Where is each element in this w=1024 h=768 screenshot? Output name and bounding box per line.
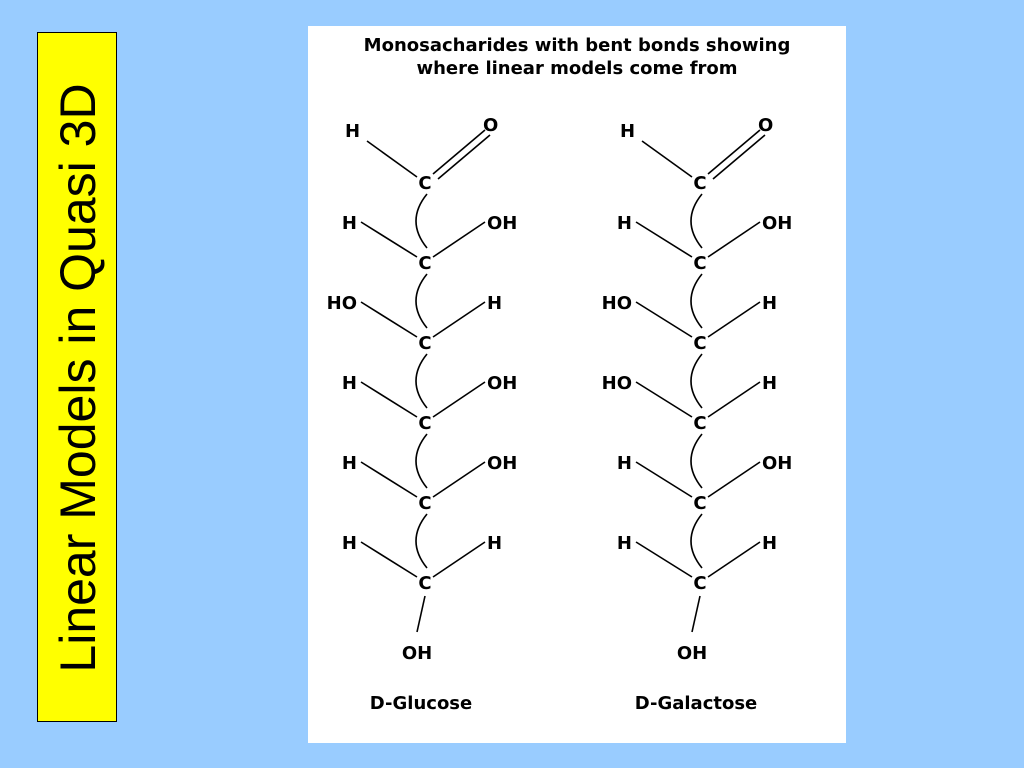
glucose-cc-bond-5 bbox=[415, 513, 428, 569]
glucose-row-5-right-bond bbox=[432, 541, 486, 578]
galactose-row-4-left-label: H bbox=[617, 453, 632, 474]
glucose-cc-bond-4 bbox=[415, 433, 428, 489]
slide-title: Linear Models in Quasi 3D bbox=[50, 83, 106, 673]
glucose-cc-bond-3 bbox=[415, 353, 428, 409]
glucose-carbon-5: C bbox=[418, 493, 431, 514]
galactose-bond-top-left bbox=[641, 140, 693, 178]
glucose-cc-bond-2 bbox=[415, 273, 428, 329]
galactose-row-2-right-label: H bbox=[762, 293, 777, 314]
glucose-row-2-left-bond bbox=[360, 301, 418, 338]
galactose-row-4-left-bond bbox=[635, 461, 693, 498]
galactose-top-left-label: H bbox=[620, 121, 635, 142]
galactose-cc-bond-1 bbox=[690, 193, 703, 249]
glucose-row-3-right-label: OH bbox=[487, 373, 517, 394]
glucose-bond-top-left bbox=[366, 140, 418, 178]
glucose-row-3-left-bond bbox=[360, 381, 418, 418]
glucose-row-3-right-bond bbox=[432, 381, 486, 418]
galactose-top-right-label: O bbox=[758, 115, 773, 136]
galactose-row-5-left-bond bbox=[635, 541, 693, 578]
glucose-row-1-left-label: H bbox=[342, 213, 357, 234]
figure-heading: Monosacharides with bent bonds showing w… bbox=[308, 34, 846, 80]
galactose-row-3-right-bond bbox=[707, 381, 761, 418]
glucose-row-2-right-label: H bbox=[487, 293, 502, 314]
glucose-row-1-right-bond bbox=[432, 221, 486, 258]
glucose-carbon-1: C bbox=[418, 173, 431, 194]
galactose-cc-bond-2 bbox=[690, 273, 703, 329]
galactose-double-bond-a bbox=[707, 129, 761, 175]
glucose-row-4-right-label: OH bbox=[487, 453, 517, 474]
galactose-row-3-left-label: HO bbox=[602, 373, 632, 394]
glucose-row-1-right-label: OH bbox=[487, 213, 517, 234]
galactose-carbon-3: C bbox=[693, 333, 706, 354]
galactose-row-2-left-label: HO bbox=[602, 293, 632, 314]
glucose-double-bond-a bbox=[432, 129, 486, 175]
slide-title-box: Linear Models in Quasi 3D bbox=[37, 32, 117, 722]
figure-panel: Monosacharides with bent bonds showing w… bbox=[308, 26, 846, 743]
galactose-row-2-left-bond bbox=[635, 301, 693, 338]
galactose-row-4-right-label: OH bbox=[762, 453, 792, 474]
galactose-row-4-right-bond bbox=[707, 461, 761, 498]
figure-heading-line-2: where linear models come from bbox=[416, 58, 738, 79]
galactose-row-3-left-bond bbox=[635, 381, 693, 418]
galactose-row-5-left-label: H bbox=[617, 533, 632, 554]
glucose-row-5-left-label: H bbox=[342, 533, 357, 554]
galactose-row-3-right-label: H bbox=[762, 373, 777, 394]
galactose-carbon-4: C bbox=[693, 413, 706, 434]
galactose-cc-bond-4 bbox=[690, 433, 703, 489]
galactose-row-1-left-label: H bbox=[617, 213, 632, 234]
glucose-top-left-label: H bbox=[345, 121, 360, 142]
galactose-row-1-right-label: OH bbox=[762, 213, 792, 234]
galactose-bottom-label: OH bbox=[677, 643, 707, 664]
galactose-carbon-1: C bbox=[693, 173, 706, 194]
galactose-row-5-right-bond bbox=[707, 541, 761, 578]
glucose-top-right-label: O bbox=[483, 115, 498, 136]
galactose-bottom-bond bbox=[691, 595, 701, 633]
glucose-row-4-left-label: H bbox=[342, 453, 357, 474]
galactose-carbon-5: C bbox=[693, 493, 706, 514]
galactose-cc-bond-3 bbox=[690, 353, 703, 409]
glucose-carbon-4: C bbox=[418, 413, 431, 434]
glucose-row-4-left-bond bbox=[360, 461, 418, 498]
glucose-cc-bond-1 bbox=[415, 193, 428, 249]
glucose-bottom-bond bbox=[416, 595, 426, 633]
glucose-row-2-right-bond bbox=[432, 301, 486, 338]
glucose-double-bond-b bbox=[437, 134, 491, 180]
galactose-double-bond-b bbox=[712, 134, 766, 180]
glucose-carbon-6: C bbox=[418, 573, 431, 594]
glucose-bottom-label: OH bbox=[402, 643, 432, 664]
glucose-row-5-right-label: H bbox=[487, 533, 502, 554]
galactose-carbon-6: C bbox=[693, 573, 706, 594]
glucose-carbon-3: C bbox=[418, 333, 431, 354]
glucose-carbon-2: C bbox=[418, 253, 431, 274]
glucose-row-5-left-bond bbox=[360, 541, 418, 578]
figure-heading-line-1: Monosacharides with bent bonds showing bbox=[363, 35, 791, 56]
galactose-row-2-right-bond bbox=[707, 301, 761, 338]
glucose-row-2-left-label: HO bbox=[327, 293, 357, 314]
glucose-row-1-left-bond bbox=[360, 221, 418, 258]
galactose-row-1-left-bond bbox=[635, 221, 693, 258]
glucose-row-4-right-bond bbox=[432, 461, 486, 498]
glucose-row-3-left-label: H bbox=[342, 373, 357, 394]
galactose-carbon-2: C bbox=[693, 253, 706, 274]
galactose-row-5-right-label: H bbox=[762, 533, 777, 554]
glucose-name: D-Glucose bbox=[370, 693, 472, 714]
galactose-row-1-right-bond bbox=[707, 221, 761, 258]
galactose-name: D-Galactose bbox=[635, 693, 758, 714]
galactose-cc-bond-5 bbox=[690, 513, 703, 569]
